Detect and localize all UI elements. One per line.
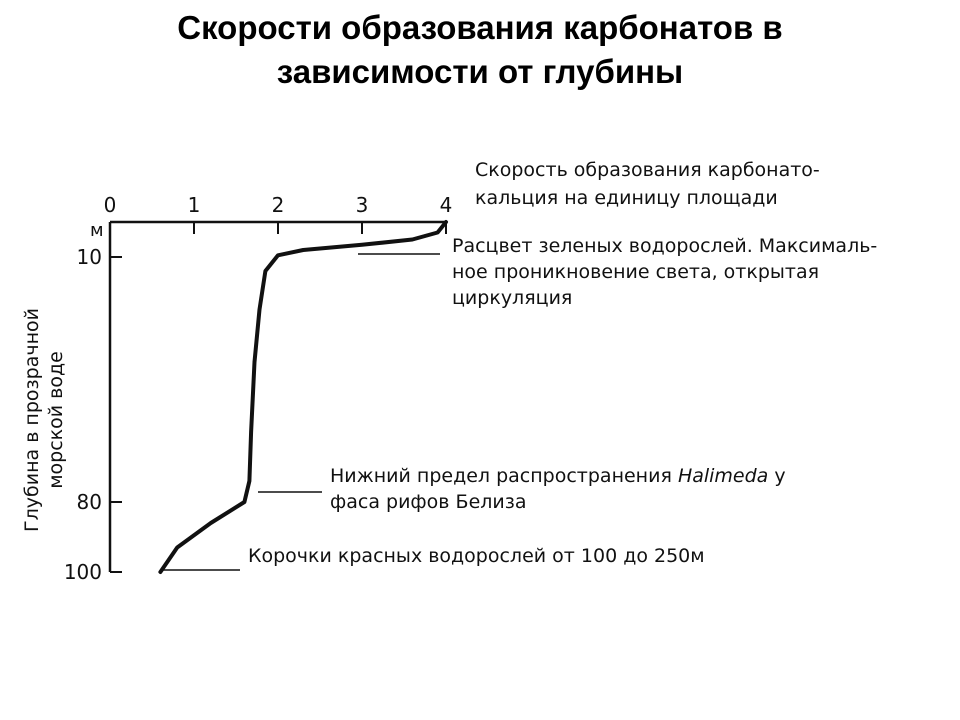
y-axis-ticks: 10 80 100 xyxy=(64,245,122,584)
slide-title: Скорости образования карбонатов в зависи… xyxy=(0,6,960,94)
carbonate-rate-curve xyxy=(158,220,448,574)
x-axis-ticks: 0 1 2 3 4 xyxy=(104,193,453,234)
x-tick-label: 0 xyxy=(104,193,117,217)
annotation-80m-line-1-text: Нижний предел распространения xyxy=(330,465,672,487)
x-tick-label: 2 xyxy=(272,193,285,217)
x-axis-title-line-1: Скорость образования карбонато- xyxy=(475,159,820,181)
annotation-80m-italic-genus: Halimeda xyxy=(678,465,768,487)
annotation-80m-line-1-tail: у xyxy=(774,465,785,487)
y-tick-label: 80 xyxy=(77,490,102,514)
x-tick-label: 1 xyxy=(188,193,201,217)
annotation-10m-line-2: ное проникновение света, открытая xyxy=(452,261,819,283)
annotation-100m-line-1: Корочки красных водорослей от 100 до 250… xyxy=(248,545,705,567)
slide-title-line-1: Скорости образования карбонатов в xyxy=(177,9,783,46)
y-tick-label: 100 xyxy=(64,560,102,584)
y-axis-title: Глубина в прозрачной морской воде xyxy=(21,308,67,532)
y-axis-unit-label: м xyxy=(90,220,104,241)
y-axis-title-line-1: Глубина в прозрачной xyxy=(21,308,43,532)
annotation-10m-line-3: циркуляция xyxy=(452,287,572,309)
annotation-80m-line-1: Нижний предел распространения Halimeda у xyxy=(330,465,786,487)
annotation-80m-line-2: фаса рифов Белиза xyxy=(330,491,527,513)
x-tick-label: 4 xyxy=(440,193,453,217)
y-axis-title-line-2: морской воде xyxy=(45,351,67,489)
x-tick-label: 3 xyxy=(356,193,369,217)
x-axis-title-line-2: кальция на единицу площади xyxy=(475,187,778,209)
annotation-10m-line-1: Расцвет зеленых водорослей. Максималь- xyxy=(452,235,877,257)
y-tick-label: 10 xyxy=(77,245,102,269)
slide-title-line-2: зависимости от глубины xyxy=(276,53,684,90)
